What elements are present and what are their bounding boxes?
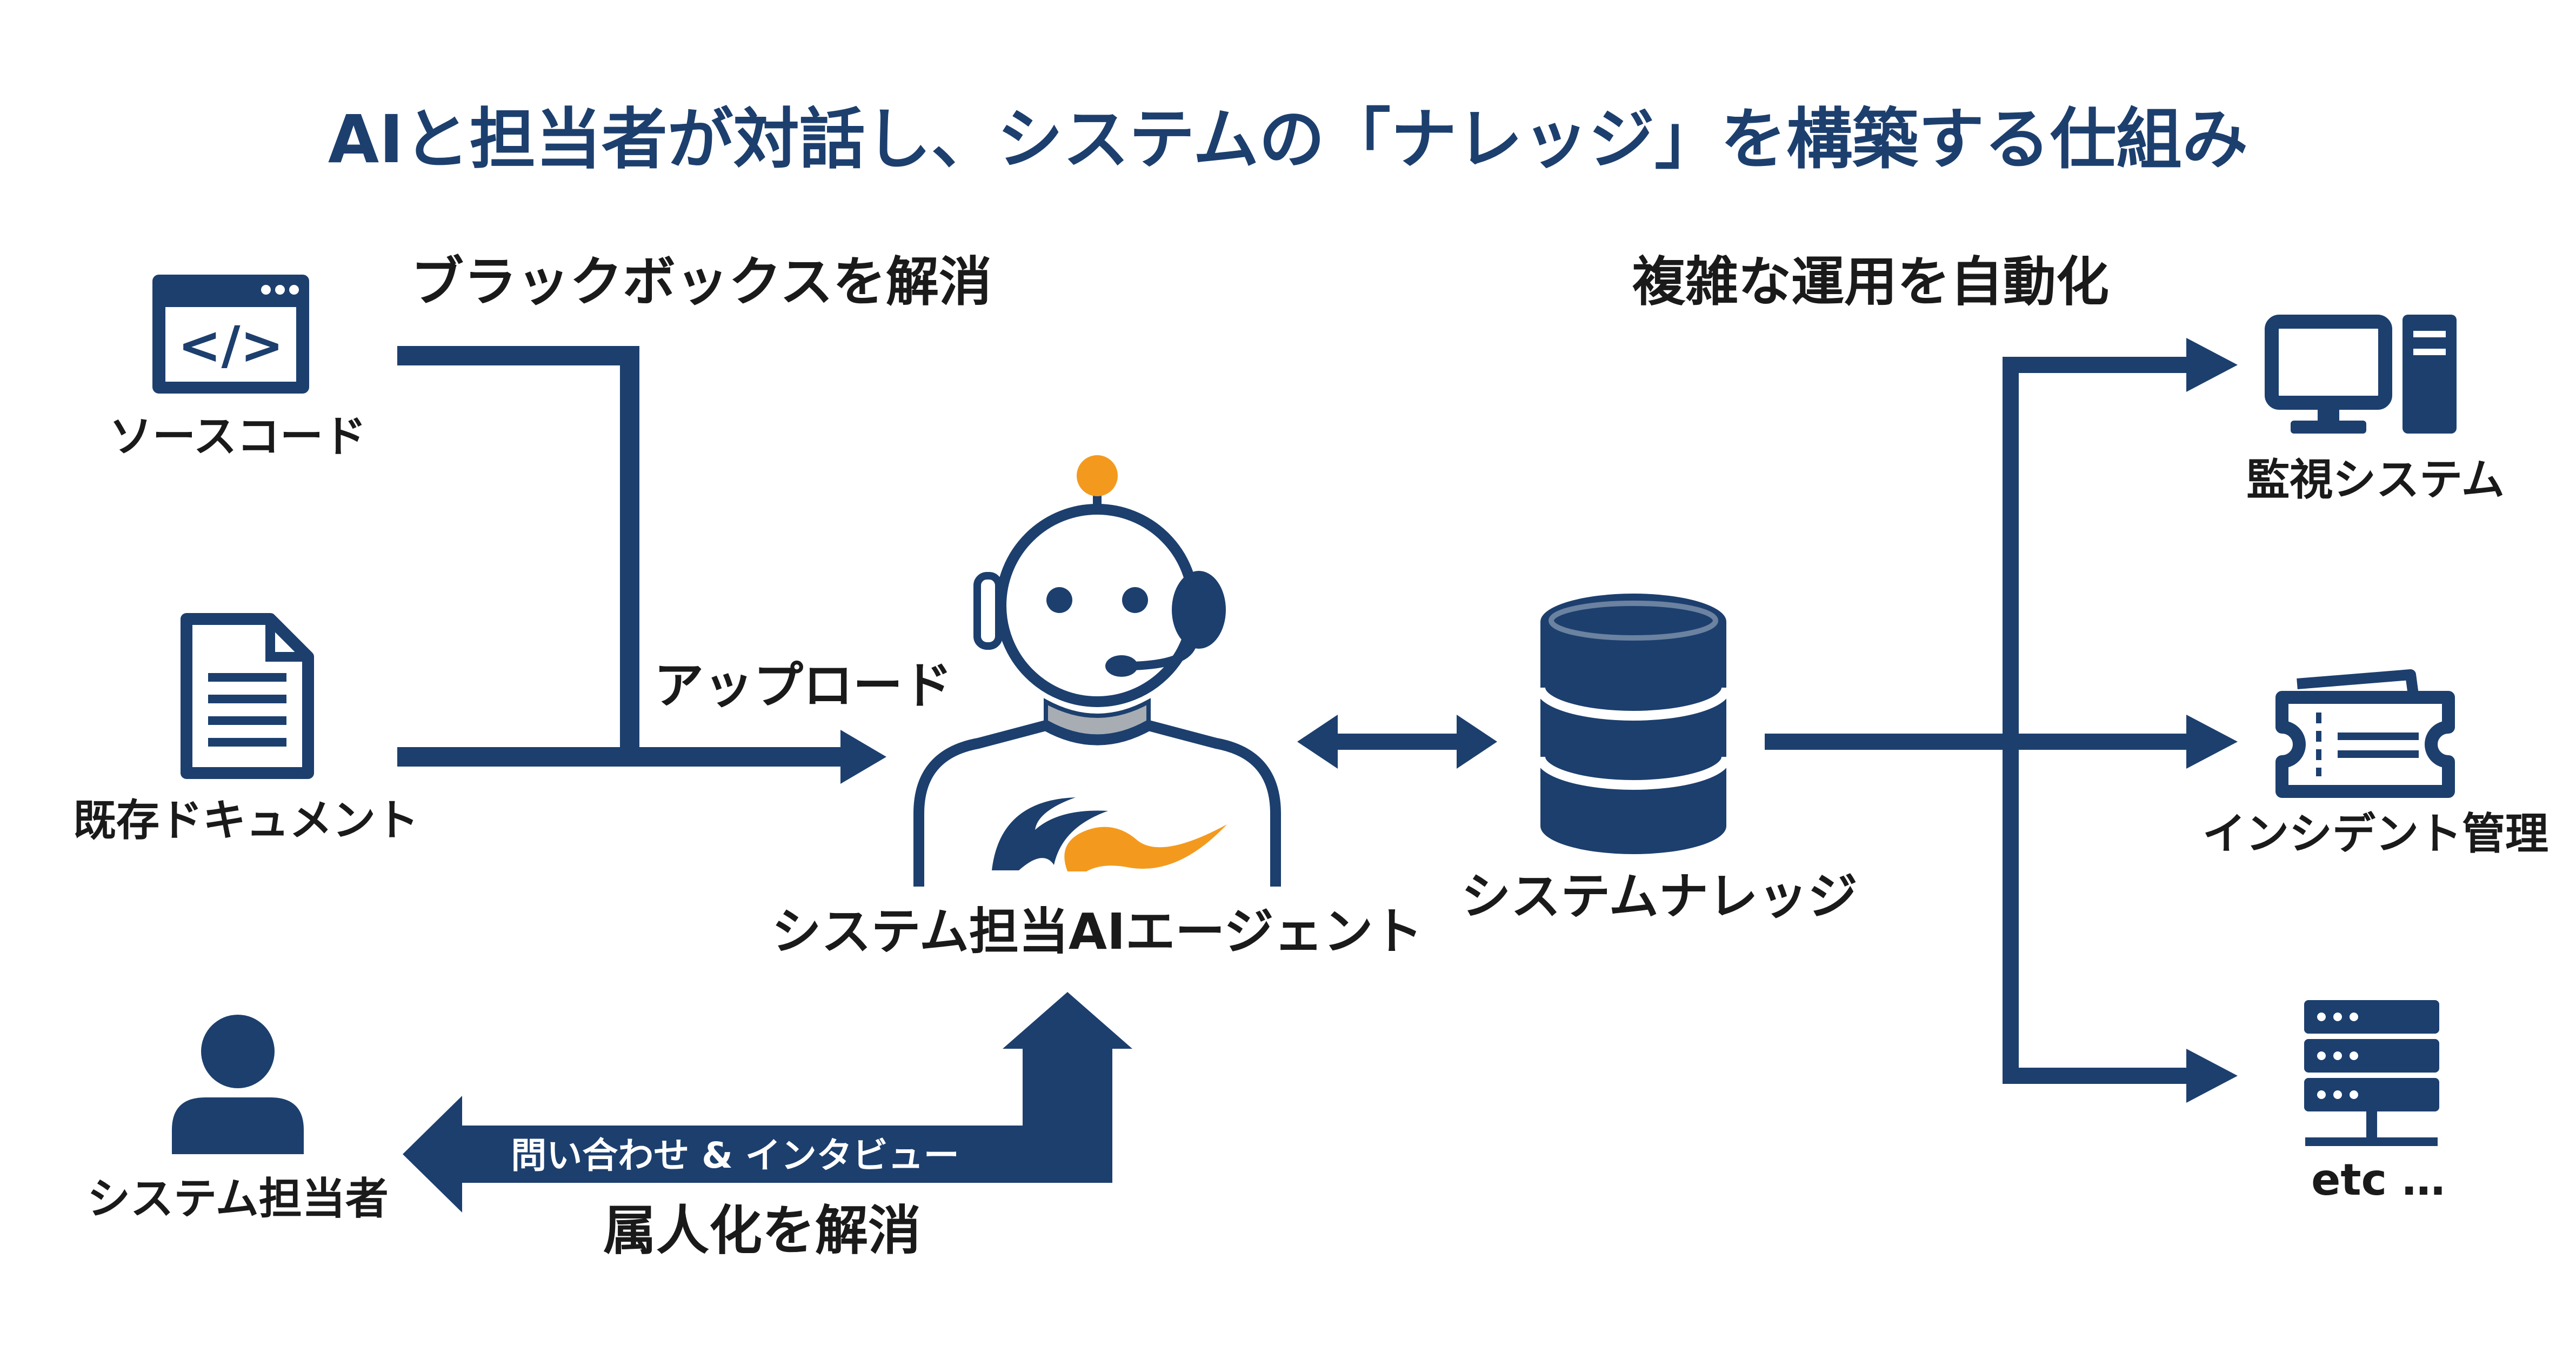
database-icon bbox=[1536, 594, 1731, 854]
interview-arrow-shape bbox=[403, 992, 1132, 1213]
bottom-label: 属人化を解消 bbox=[603, 1200, 921, 1262]
sync-arrow bbox=[1297, 715, 1497, 769]
person-icon bbox=[172, 1015, 304, 1154]
ticket-icon bbox=[2275, 669, 2455, 798]
interview-label: 問い合わせ & インタビュー bbox=[511, 1135, 959, 1176]
documents-label: 既存ドキュメント bbox=[73, 795, 419, 845]
computer-icon bbox=[2265, 315, 2457, 434]
code-window-icon: </> bbox=[152, 275, 309, 394]
document-icon bbox=[181, 613, 314, 779]
incident-label: インシデント管理 bbox=[2203, 809, 2548, 859]
svg-text:</>: </> bbox=[178, 315, 284, 376]
agent-label: システム担当AIエージェント bbox=[772, 903, 1423, 961]
person-label: システム担当者 bbox=[87, 1174, 389, 1224]
robot-agent-icon bbox=[913, 455, 1281, 887]
arrowhead-incident bbox=[2186, 715, 2238, 769]
arrowhead-etc bbox=[2186, 1049, 2238, 1103]
automation-connector bbox=[1765, 338, 2238, 1103]
headset-icon bbox=[1172, 571, 1226, 649]
page-title: AIと担当者が対話し、システムの「ナレッジ」を構築する仕組み bbox=[328, 101, 2248, 178]
upload-arrowhead bbox=[840, 730, 886, 784]
agent-logo-icon bbox=[992, 797, 1227, 871]
arrowhead-monitoring bbox=[2186, 338, 2238, 392]
automation-label: 複雑な運用を自動化 bbox=[1632, 251, 2109, 313]
monitoring-label: 監視システム bbox=[2246, 455, 2505, 505]
interview-arrow bbox=[403, 992, 1132, 1213]
source-code-label: ソースコード bbox=[109, 411, 366, 462]
upload-connector bbox=[397, 346, 886, 784]
upload-label: アップロード bbox=[654, 657, 952, 715]
knowledge-label: システムナレッジ bbox=[1461, 868, 1857, 925]
etc-label: etc … bbox=[2311, 1155, 2445, 1205]
server-icon bbox=[2304, 1000, 2439, 1146]
blackbox-label: ブラックボックスを解消 bbox=[411, 251, 992, 313]
antenna-ball-icon bbox=[1077, 455, 1118, 496]
